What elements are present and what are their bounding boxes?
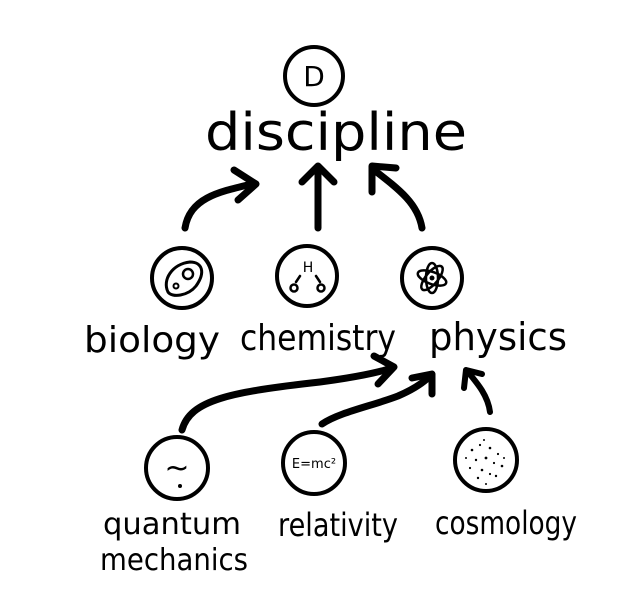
- svg-text:H: H: [303, 260, 314, 276]
- arrow-physics-to-discipline-head: [368, 162, 400, 196]
- root-node: D discipline: [205, 45, 467, 163]
- quantum-label-line1: quantum: [103, 507, 241, 542]
- relativity-label: relativity: [278, 506, 398, 544]
- quantum-circle: [144, 435, 210, 501]
- atom-icon: [416, 261, 448, 295]
- cell-icon: [164, 260, 204, 297]
- arrow-relativity-to-physics-head: [408, 370, 436, 398]
- cosmology-circle: [453, 427, 519, 493]
- root-badge-circle: [283, 45, 345, 107]
- equation-icon: E=mc²: [292, 457, 336, 472]
- arrow-chemistry-to-discipline-head: [298, 162, 338, 186]
- chemistry-circle: [275, 244, 339, 308]
- cosmology-label: cosmology: [435, 504, 577, 542]
- arrow-physics-to-discipline: [370, 166, 426, 232]
- field-chemistry: H chemistry: [240, 244, 396, 359]
- arrow-quantum-to-physics-head: [370, 352, 398, 388]
- arrow-cosmology-to-physics-head: [461, 367, 485, 391]
- quantum-label-line2: mechanics: [100, 543, 248, 578]
- wave-icon: ~: [164, 451, 189, 486]
- arrow-relativity-to-physics: [318, 372, 434, 428]
- molecule-icon: H: [289, 260, 326, 293]
- field-biology: biology: [84, 246, 220, 361]
- biology-label: biology: [84, 320, 220, 361]
- subfield-relativity: E=mc² relativity: [278, 430, 398, 544]
- biology-circle: [150, 246, 214, 310]
- subfield-cosmology: cosmology: [435, 427, 577, 542]
- subfield-arrows: [178, 352, 493, 434]
- stars-icon: [465, 439, 505, 485]
- arrow-biology-to-discipline: [181, 180, 256, 232]
- physics-circle: [400, 246, 464, 310]
- root-label: discipline: [205, 103, 467, 163]
- arrow-cosmology-to-physics: [465, 369, 493, 415]
- root-badge-letter: D: [303, 60, 325, 93]
- relativity-circle: [281, 430, 347, 496]
- field-physics: physics: [400, 246, 567, 359]
- field-arrows: [181, 162, 426, 232]
- arrow-quantum-to-physics: [178, 364, 396, 434]
- subfield-quantum: ~ quantum mechanics: [100, 435, 248, 578]
- arrow-biology-to-discipline-head: [230, 166, 260, 204]
- chemistry-label: chemistry: [240, 318, 396, 359]
- physics-label: physics: [429, 315, 567, 359]
